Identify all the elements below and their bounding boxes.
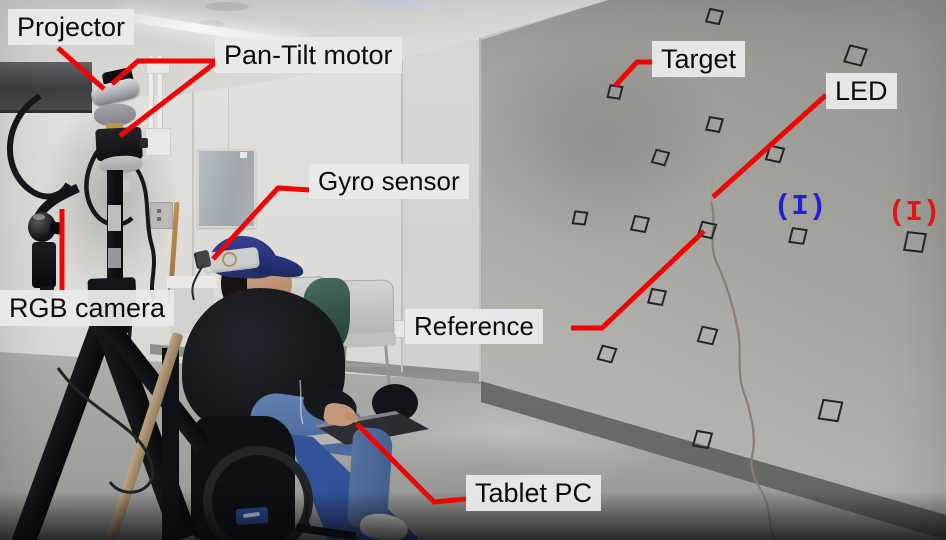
annotation-line-reference	[571, 229, 706, 331]
label-gyro-sensor: Gyro sensor	[309, 164, 469, 200]
label-tablet-pc: Tablet PC	[466, 475, 602, 512]
condition-marker-blue: (I)	[774, 190, 827, 223]
label-reference: Reference	[405, 309, 543, 345]
annotation-line-led	[711, 93, 828, 199]
condition-marker-red: (I)	[888, 196, 941, 229]
label-rgb-camera: RGB camera	[0, 290, 175, 327]
label-led: LED	[826, 73, 897, 110]
annotation-line-pan-tilt-a	[110, 58, 215, 86]
label-pan-tilt-motor: Pan-Tilt motor	[215, 37, 402, 74]
label-projector: Projector	[8, 9, 135, 46]
annotation-line-target	[613, 59, 653, 88]
annotation-line-gyro	[211, 185, 311, 261]
annotation-line-pan-tilt-b	[118, 61, 217, 138]
annotation-line-projector	[56, 46, 106, 91]
annotation-line-tablet-pc	[355, 422, 467, 505]
label-target: Target	[652, 41, 746, 78]
